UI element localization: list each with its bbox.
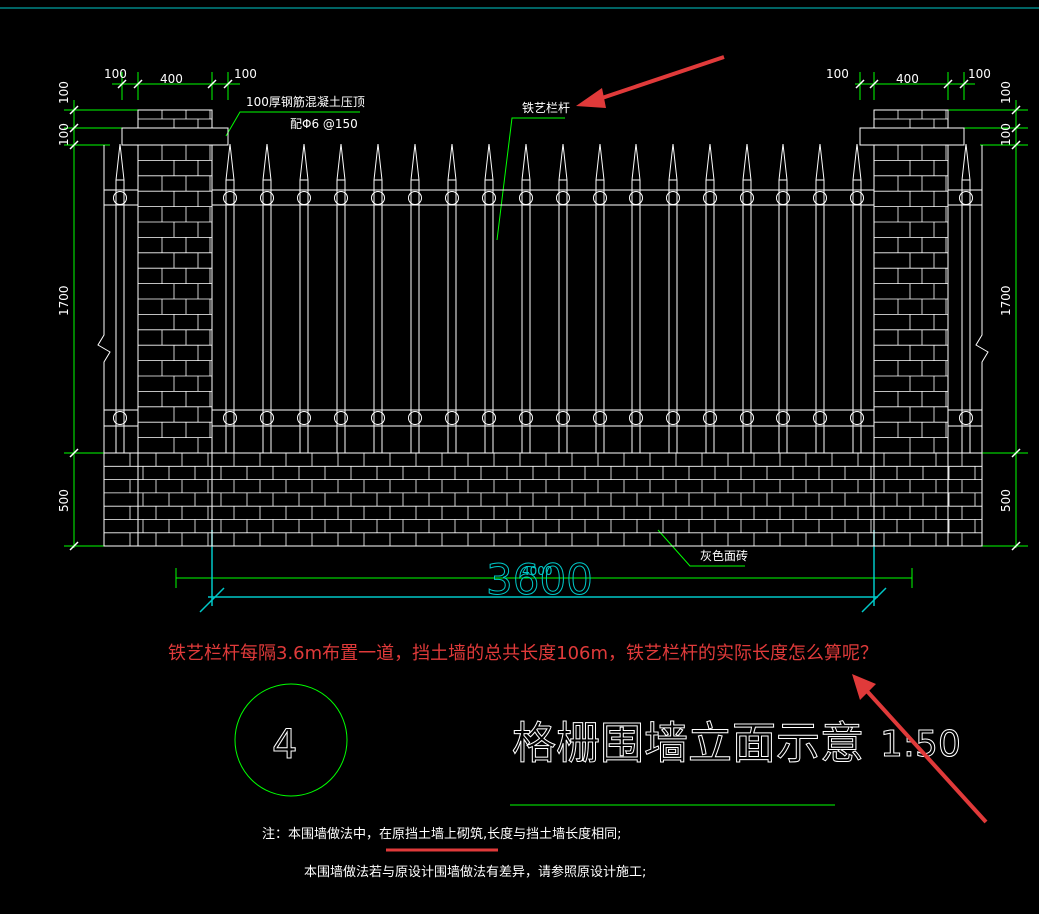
- picket: [223, 143, 237, 453]
- picket: [813, 143, 827, 453]
- dim-left-v-base: 500: [57, 489, 71, 512]
- picket: [297, 143, 311, 453]
- drawing-scale: 1:50: [880, 724, 961, 765]
- dim-span-3600: 3600: [486, 555, 593, 604]
- left-pillar-coping: [121, 127, 229, 146]
- picket: [260, 143, 274, 453]
- note-line1-suffix: ,长度与挡土墙长度相同;: [483, 826, 622, 842]
- dim-right-v-fence: 1700: [999, 285, 1013, 316]
- dim-right-gap-1: 100: [826, 67, 849, 81]
- dim-right-v-base: 500: [999, 489, 1013, 512]
- picket: [959, 143, 973, 453]
- dim-right-pillar-width: 400: [896, 72, 919, 86]
- fence-elevation: [97, 109, 989, 547]
- picket: [740, 143, 754, 453]
- coping-label-line2: 配Φ6 @150: [290, 117, 358, 131]
- picket: [850, 143, 864, 453]
- picket: [629, 143, 643, 453]
- note-line1-underlined: 在原挡土墙上砌筑: [379, 826, 483, 842]
- right-pillar-coping: [859, 127, 965, 146]
- note-line2: 本围墙做法若与原设计围墙做法有差异，请参照原设计施工;: [304, 864, 646, 880]
- picket: [445, 143, 459, 453]
- dim-left-v-top-2: 100: [57, 123, 71, 146]
- picket: [666, 143, 680, 453]
- note-line1: 注：本围墙做法中，在原挡土墙上砌筑,长度与挡土墙长度相同;: [262, 826, 622, 842]
- picket: [113, 143, 127, 453]
- picket: [334, 143, 348, 453]
- dim-right-v-top-1: 100: [999, 81, 1013, 104]
- dim-span-4000: 4000: [522, 564, 553, 578]
- picket: [482, 143, 496, 453]
- question-annotation: 铁艺栏杆每隔3.6m布置一道，挡土墙的总共长度106m，铁艺栏杆的实际长度怎么算…: [168, 643, 878, 664]
- dim-left-v-top-1: 100: [57, 81, 71, 104]
- dim-right-gap-2: 100: [968, 67, 991, 81]
- railing-label: 铁艺栏杆: [522, 100, 570, 115]
- dim-left-pillar-width: 400: [160, 72, 183, 86]
- note-line1-prefix: 注：本围墙做法中，: [262, 827, 379, 842]
- picket: [408, 143, 422, 453]
- tile-label: 灰色面砖: [700, 548, 748, 563]
- picket: [703, 143, 717, 453]
- picket: [371, 143, 385, 453]
- coping-label-line1: 100厚钢筋混凝土压顶: [246, 94, 365, 109]
- picket: [556, 143, 570, 453]
- dimension-lines: [64, 72, 1028, 806]
- dim-left-gap-1: 100: [104, 67, 127, 81]
- dim-left-v-fence: 1700: [57, 285, 71, 316]
- picket: [776, 143, 790, 453]
- red-arrow-top: [576, 55, 725, 108]
- drawing-number: 4: [272, 722, 297, 768]
- red-arrow-bottom: [852, 674, 988, 824]
- drawing-title: 格栅围墙立面示意: [512, 718, 864, 769]
- base-wall: [103, 452, 983, 547]
- dim-left-gap-2: 100: [234, 67, 257, 81]
- dim-right-v-top-2: 100: [999, 123, 1013, 146]
- picket: [593, 143, 607, 453]
- dimension-ticks: [69, 79, 1021, 551]
- picket: [519, 143, 533, 453]
